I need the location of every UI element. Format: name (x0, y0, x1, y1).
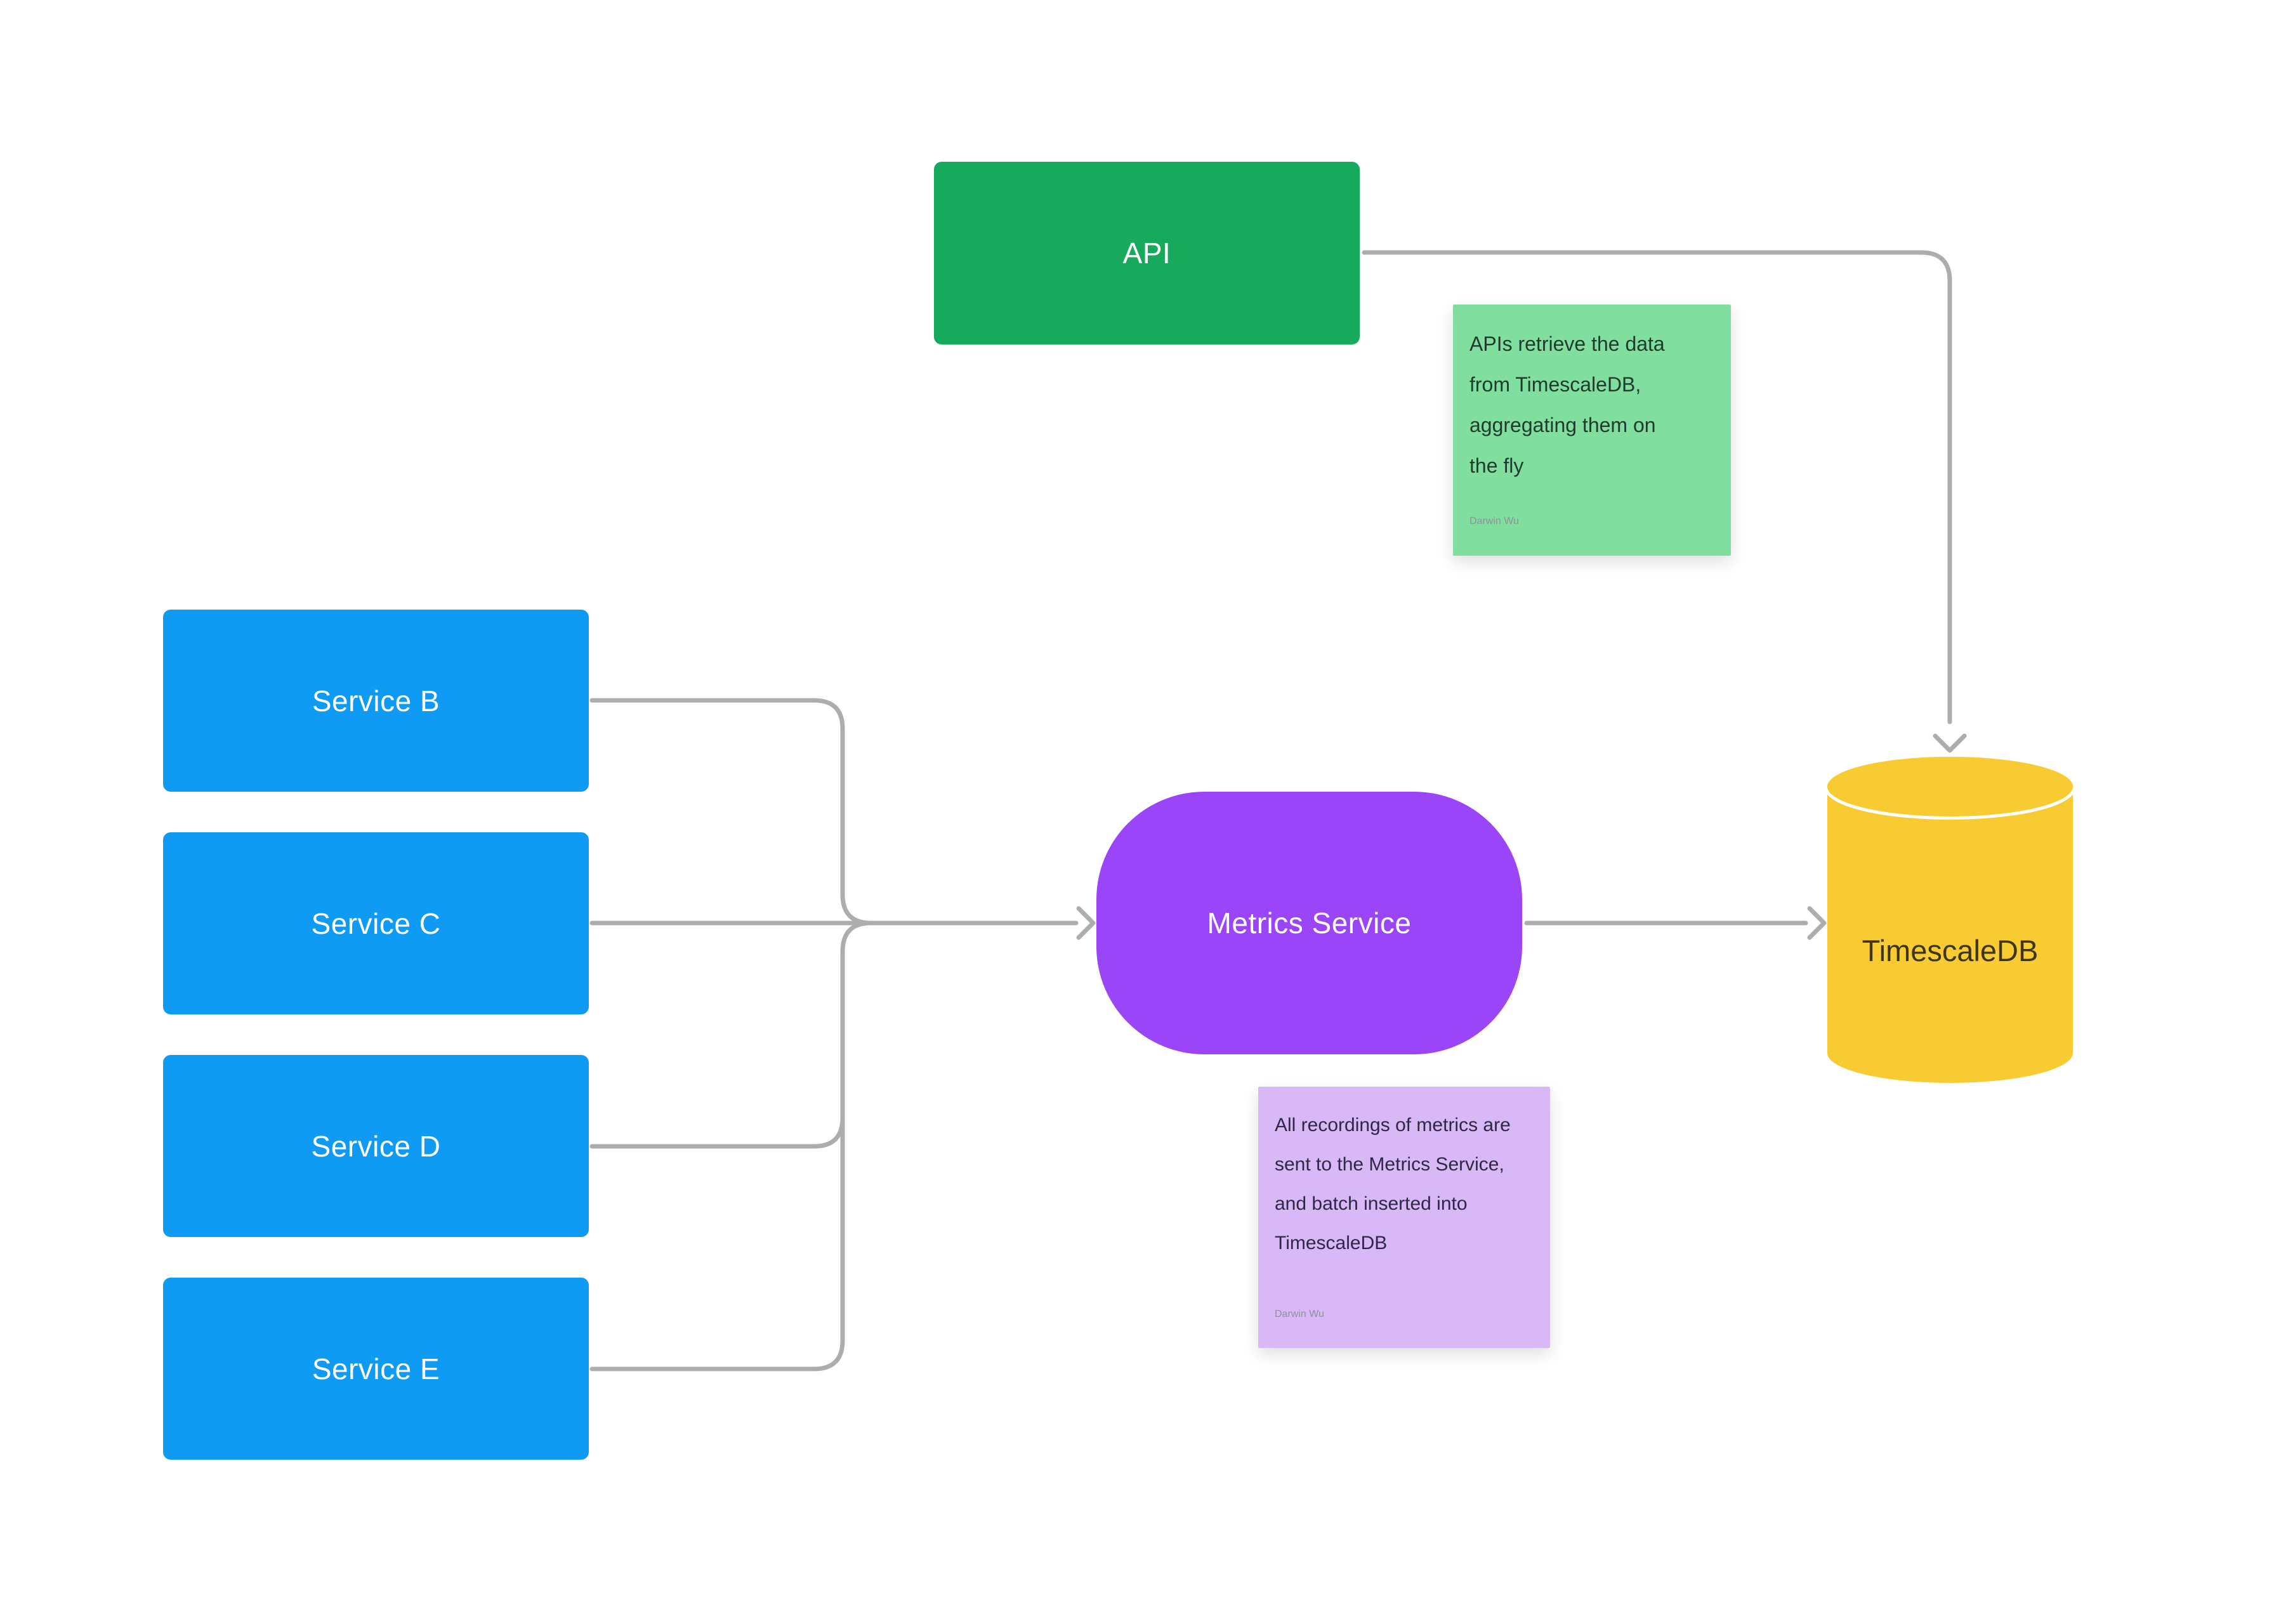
arrowhead-into-metrics-icon (1076, 906, 1096, 940)
service-c-label: Service C (311, 907, 441, 940)
service-d-label: Service D (311, 1129, 441, 1163)
sticky-note-api[interactable]: APIs retrieve the data from TimescaleDB, a… (1453, 304, 1731, 556)
note-author: Darwin Wu (1275, 1309, 1324, 1320)
note-text-line: APIs retrieve the data (1469, 332, 1665, 355)
note-text-line: All recordings of metrics are (1275, 1115, 1511, 1136)
metrics-service-label: Metrics Service (1207, 907, 1412, 940)
service-d-node[interactable]: Service D (163, 1055, 589, 1237)
sticky-note-metrics-text: All recordings of metrics are sent to the… (1275, 1106, 1534, 1263)
note-text-line: aggregating them on (1469, 414, 1656, 436)
note-text-line: TimescaleDB (1275, 1233, 1388, 1254)
arrowhead-into-db-left-icon (1807, 906, 1827, 940)
service-b-label: Service B (312, 684, 440, 717)
timescaledb-label: TimescaleDB (1862, 934, 2039, 967)
cylinder-body (1827, 757, 2073, 1083)
service-e-node[interactable]: Service E (163, 1278, 589, 1460)
note-text-line: sent to the Metrics Service, (1275, 1154, 1504, 1175)
metrics-service-node[interactable]: Metrics Service (1096, 792, 1522, 1054)
note-text-line: and batch inserted into (1275, 1193, 1468, 1214)
api-node[interactable]: API (934, 162, 1360, 344)
service-e-label: Service E (312, 1352, 440, 1385)
connector-service-b (589, 698, 874, 926)
service-c-node[interactable]: Service C (163, 832, 589, 1014)
connector-service-e (589, 920, 874, 1372)
note-text-line: the fly (1469, 454, 1524, 477)
timescaledb-cylinder[interactable]: TimescaleDB (1827, 757, 2073, 1083)
note-text-line: from TimescaleDB, (1469, 373, 1641, 396)
note-author: Darwin Wu (1469, 516, 1519, 527)
sticky-note-api-text: APIs retrieve the data from TimescaleDB, a… (1469, 324, 1714, 486)
connector-api-to-db (1362, 250, 1952, 724)
arrowhead-into-db-top-icon (1933, 733, 1967, 753)
service-b-node[interactable]: Service B (163, 610, 589, 792)
api-node-label: API (1122, 237, 1171, 270)
cylinder-lid (1827, 757, 2073, 816)
connector-service-d (589, 1115, 845, 1149)
sticky-note-metrics[interactable]: All recordings of metrics are sent to the… (1258, 1087, 1550, 1348)
